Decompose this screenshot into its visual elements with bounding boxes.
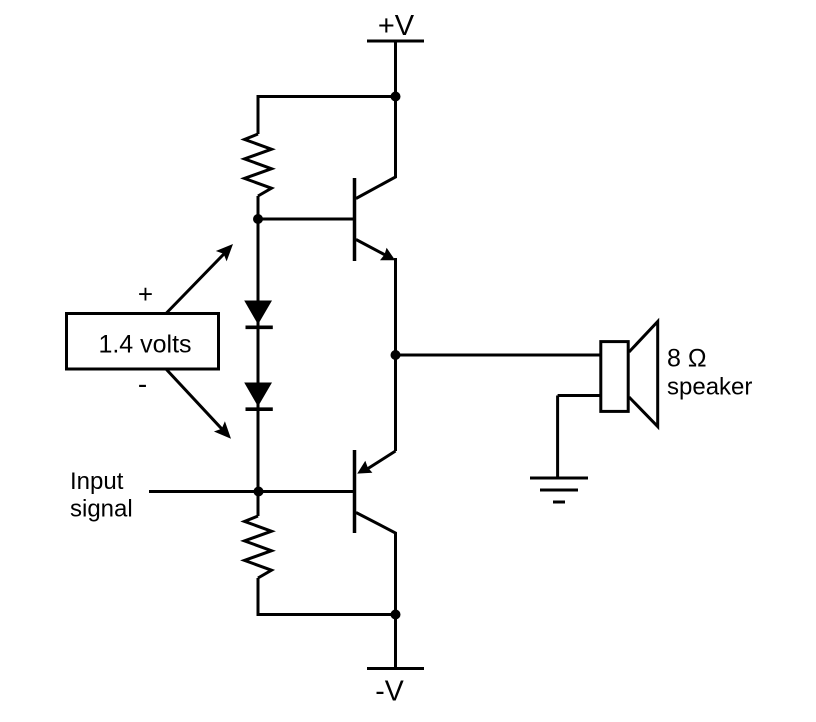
svg-text:1.4 volts: 1.4 volts xyxy=(98,331,191,359)
svg-text:-V: -V xyxy=(375,676,404,708)
svg-text:+: + xyxy=(138,279,153,309)
svg-text:signal: signal xyxy=(70,496,133,523)
svg-text:Input: Input xyxy=(70,468,124,495)
svg-text:+V: +V xyxy=(378,10,415,42)
svg-text:-: - xyxy=(138,369,147,400)
svg-text:speaker: speaker xyxy=(667,374,752,401)
svg-text:8 Ω: 8 Ω xyxy=(667,345,707,373)
